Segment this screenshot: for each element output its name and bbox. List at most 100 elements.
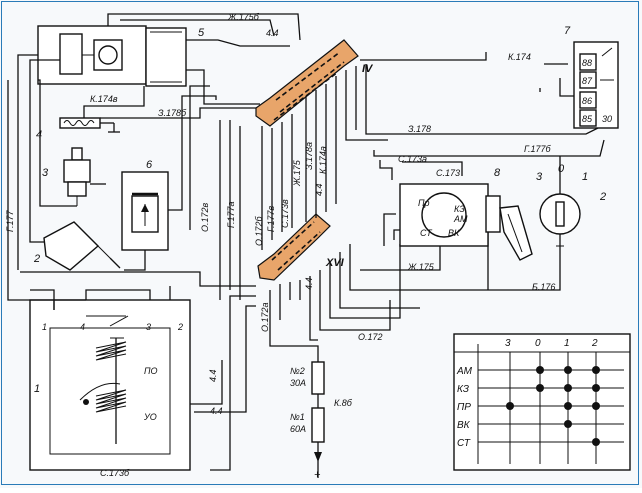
wire-s173b: С.173б [100,468,130,478]
starter-terminal-3: 3 [146,322,151,332]
wire-k174v: К.174в [90,94,118,104]
table-col-2: 2 [591,338,598,349]
fuse-1 [311,407,325,443]
wire-z178: З.178 [408,124,431,134]
switch-terminal-st: СТ [420,228,433,238]
wire-s173a: С.173а [398,154,427,164]
relay-terminal-30: 30 [602,114,612,124]
key-pos-0: 0 [558,163,565,175]
wire-o172: О.172 [358,332,383,342]
wire-g177b: Г.177б [524,144,552,154]
wires-left [7,13,301,471]
table-dot [592,366,600,374]
key-pos-2: 2 [599,191,606,203]
wire-44-top: 4.4 [266,28,279,38]
table-dot [592,402,600,410]
wires-middle [261,66,490,478]
wire-k174a: К.174а [318,146,328,174]
label-num-4: 4 [36,129,42,141]
wire-44-right2: 4.4 [210,406,223,416]
battery-plus: + [314,469,321,481]
label-num-2: 2 [33,253,40,265]
contactor-6 [121,171,169,251]
table-row-am: АМ [456,366,473,377]
wire-g177: Г.177 [5,209,15,232]
table-dot [564,420,572,428]
table-col-1: 1 [564,338,570,349]
label-num-6: 6 [146,159,153,171]
wire-g177a: Г.177а [226,201,236,228]
relay-terminal-86: 86 [582,96,592,106]
table-dot [564,384,572,392]
starter-terminal-2: 2 [177,322,183,332]
wire-44-low: 4.4 [304,277,314,290]
label-num-7: 7 [564,25,571,37]
generator-unit [37,25,187,87]
fuse1-number: №1 [290,412,305,422]
wire-s173: С.173 [436,168,460,178]
relay-terminal-87: 87 [582,76,593,86]
label-connector-iv: IV [362,63,374,75]
sensor-3 [63,147,106,206]
key-pos-1: 1 [582,171,588,183]
wire-44-right: 4.4 [208,369,218,382]
resistor-4 [59,117,120,133]
starter-terminal-1: 1 [42,322,47,332]
table-col-0: 0 [535,338,541,349]
wire-k174: К.174 [508,52,531,62]
wire-44-mid: 4.4 [314,183,324,196]
label-num-8: 8 [494,167,501,179]
wire-o172a: О.172а [260,302,270,332]
wire-b176: Б.176 [532,282,555,292]
relay-7 [573,41,619,129]
wire-z178b: З.178б [158,108,187,118]
switch-table: 3 0 1 2 АМ КЗ ПР ВК СТ [453,333,631,471]
table-col-3: 3 [505,338,511,349]
table-dot [506,402,514,410]
starter-winding-po: ПО [144,366,158,376]
ignition-switch-8 [399,183,533,261]
wire-g177v: Г.177в [266,205,276,232]
switch-terminal-am: АМ [453,214,468,224]
wire-zh175b: Ж.175б [227,12,260,22]
table-dot [564,366,572,374]
wire-s173v: С.173в [280,199,290,228]
table-row-vk: ВК [457,420,471,431]
wire-zh175v: Ж.175 [292,159,302,187]
starter-1 [29,299,191,471]
connector-xvi [257,213,331,281]
label-num-1: 1 [34,383,40,395]
switch-terminal-vk: ВК [448,228,460,238]
table-dot [592,438,600,446]
wire-zh175: Ж.175 [407,262,435,272]
label-num-3: 3 [42,167,49,179]
fuse2-number: №2 [290,366,305,376]
fuse1-rating: 60А [290,424,306,434]
relay-terminal-85: 85 [582,114,593,124]
table-dot [592,384,600,392]
switch-terminal-pr: Пр [418,198,430,208]
relay-terminal-88: 88 [582,58,592,68]
label-num-5: 5 [198,27,205,39]
wire-o172v: О.172в [200,202,210,232]
table-dot [536,366,544,374]
table-row-pr: ПР [457,402,471,413]
table-row-kz: КЗ [457,384,469,395]
table-dot [564,402,572,410]
table-dot [536,384,544,392]
switch-terminal-kz: КЗ [454,204,465,214]
wire-o172b: О.172б [254,215,264,246]
device-2 [43,221,121,271]
wire-k8b: К.8б [334,398,353,408]
diagram-frame [1,1,639,485]
arrow-icon [314,452,322,462]
key-icon [539,193,581,252]
fuse-2 [311,361,325,395]
label-connector-xvi: XVI [325,257,345,269]
wire-z178a: З.178а [304,142,314,170]
table-row-st: СТ [457,438,471,449]
starter-terminal-4: 4 [80,322,85,332]
key-pos-3: 3 [536,171,543,183]
